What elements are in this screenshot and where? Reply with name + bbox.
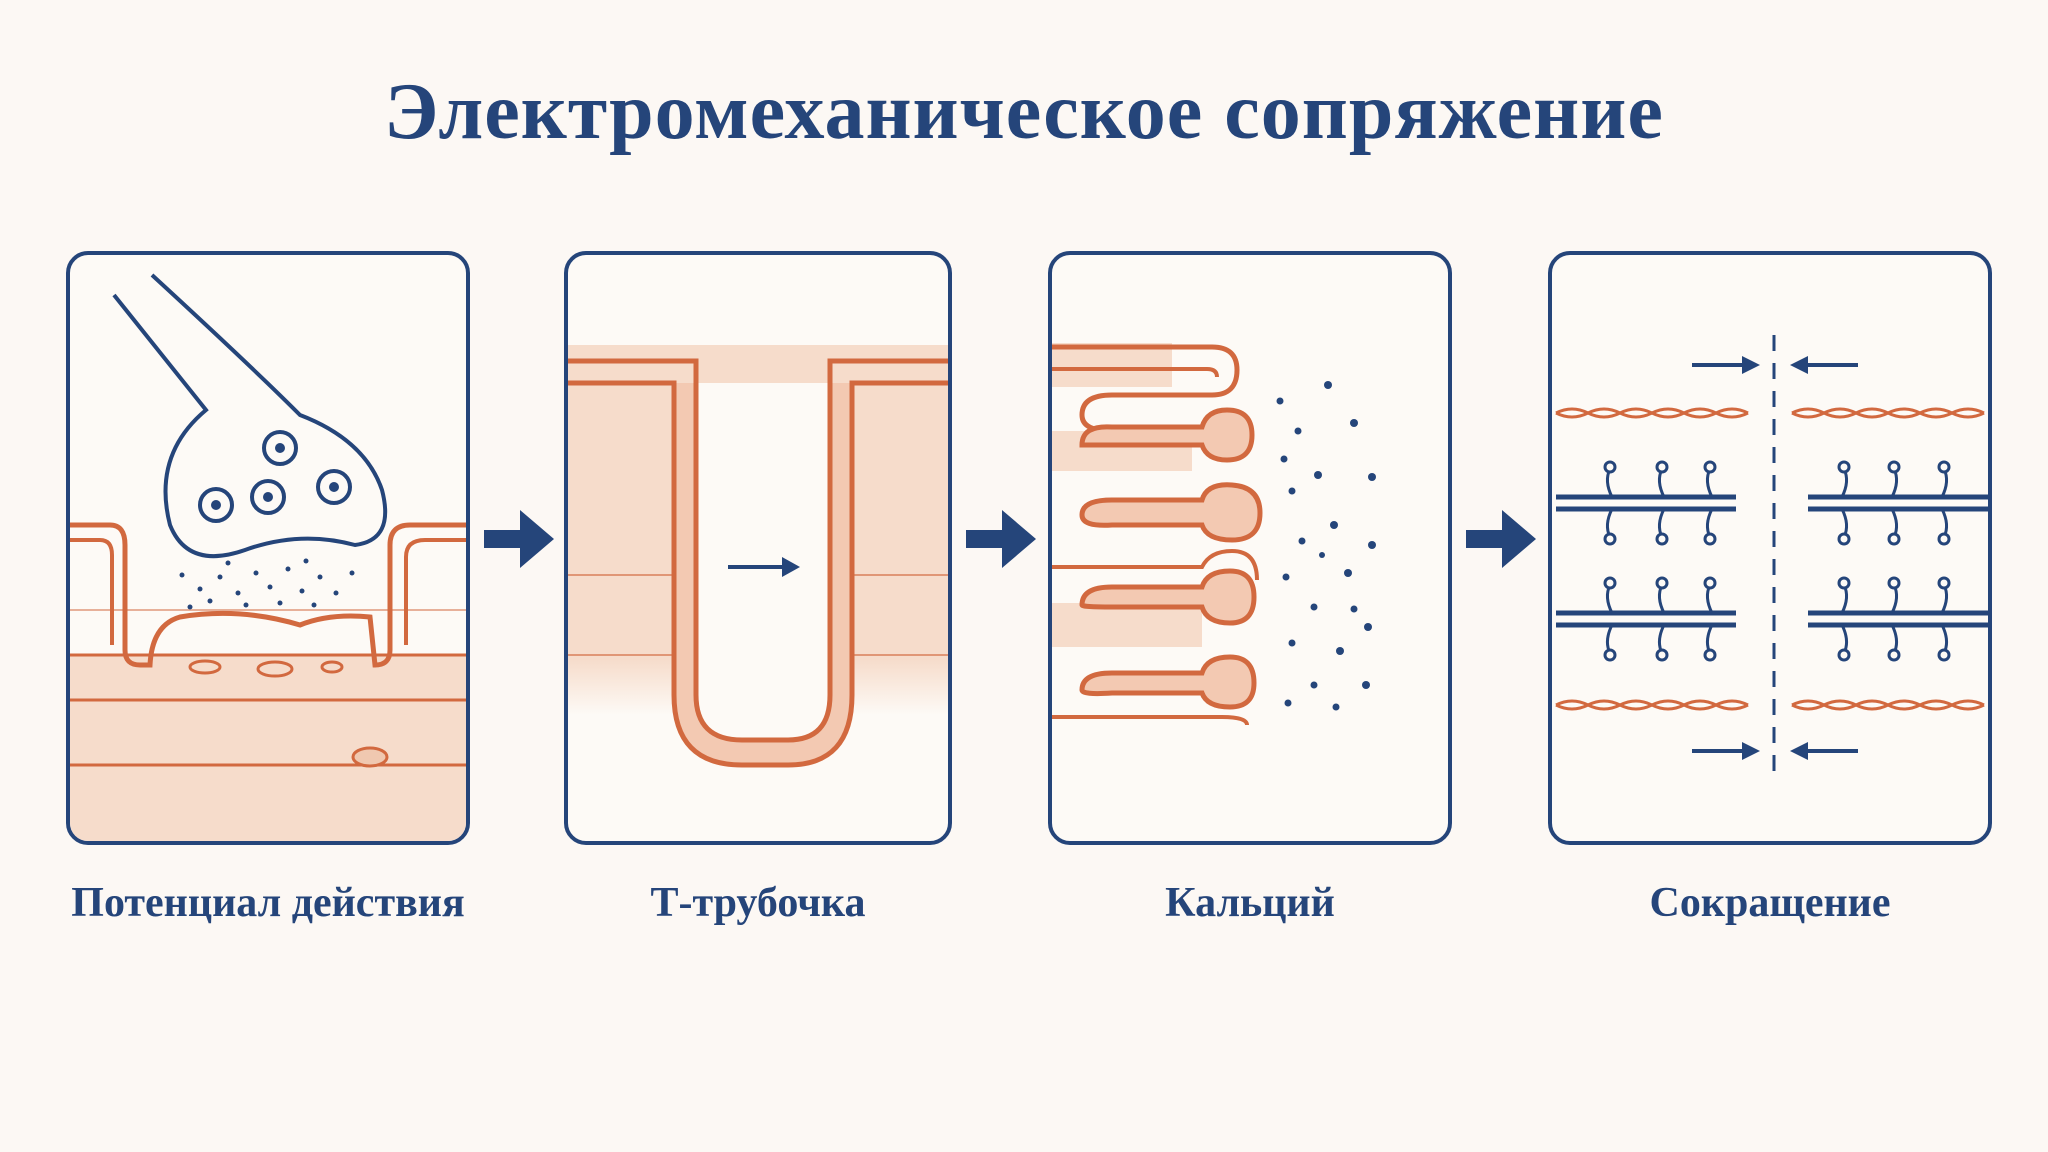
step-label-t-tubule: Т-трубочка (650, 880, 866, 926)
panel-calcium (1048, 251, 1452, 845)
calcium-release-illustration (1052, 343, 1376, 726)
sarcomere-illustration (1555, 335, 1988, 775)
step-label-calcium: Кальций (1165, 880, 1335, 926)
step-arrow-icon (1466, 510, 1536, 568)
panel-t-tubule (564, 251, 952, 845)
step-label-contraction: Сокращение (1649, 880, 1891, 926)
t-tubule-illustration (568, 345, 948, 768)
panel-action-potential (66, 251, 470, 845)
panel-contraction (1548, 251, 1992, 845)
step-arrow-icon (484, 510, 554, 568)
neuromuscular-junction-illustration (70, 273, 466, 841)
step-label-action-potential: Потенциал действия (71, 880, 465, 926)
page-title: Электромеханическое сопряжение (384, 68, 1664, 156)
step-arrow-icon (966, 510, 1036, 568)
